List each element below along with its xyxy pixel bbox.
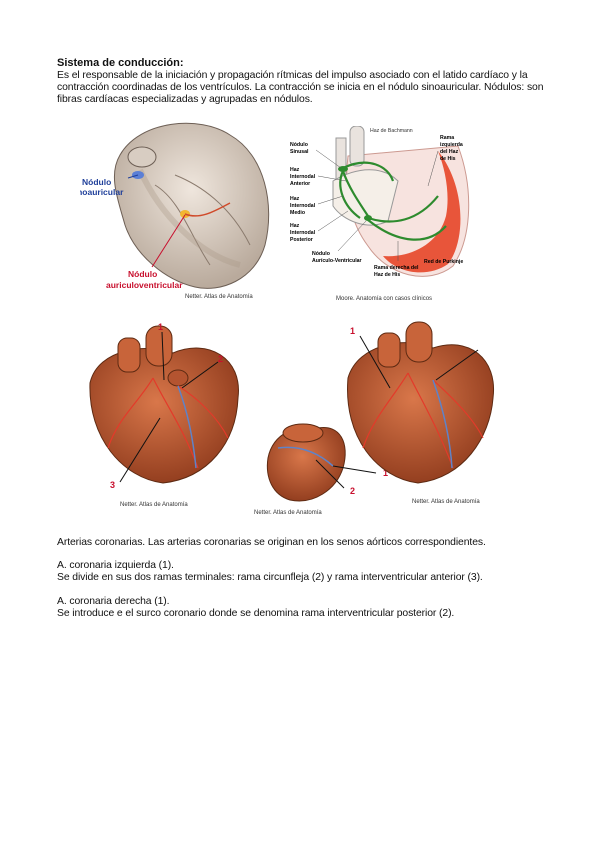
heart-left: [89, 347, 239, 484]
label-medio-2: Internodal: [290, 203, 316, 209]
figure3-right-caption: Netter. Atlas de Anatomía: [412, 499, 480, 505]
intro-paragraph: Es el responsable de la iniciación y pro…: [57, 70, 544, 105]
figure1-caption: Netter. Atlas de Anatomía: [185, 294, 253, 300]
figure-conduction-schematic: Haz de Bachmann Nódulo Sinusal Haz Inter…: [290, 126, 470, 278]
label-purkinje: Red de Purkinje: [424, 259, 463, 265]
derecha-title: A. coronaria derecha (1).: [57, 596, 170, 607]
figure2-caption: Moore. Anatomía con casos clínicos: [336, 296, 433, 302]
figure3-middle-caption: Netter. Atlas de Anatomía: [254, 510, 322, 516]
derecha-text: Se introduce e el surco coronario donde …: [57, 608, 455, 619]
conduction-pathways: [339, 161, 447, 241]
izquierda-title: A. coronaria izquierda (1).: [57, 560, 174, 571]
label-av-2: Aurículo-Ventricular: [312, 258, 362, 264]
izquierda-text: Se divide en sus dos ramas terminales: r…: [57, 572, 483, 583]
figure-conduction-heart: Nódulo sinoauricular Nódulo auriculovent…: [80, 122, 270, 290]
arterias-paragraph: Arterias coronarias. Las arterias corona…: [57, 537, 486, 548]
figure3-left-caption: Netter. Atlas de Anatomía: [120, 502, 188, 508]
label-posterior-1: Haz: [290, 223, 300, 229]
label-sinusal-2: Sinusal: [290, 149, 309, 155]
label-av-1: Nódulo: [312, 251, 330, 257]
label-posterior-3: Posterior: [290, 237, 313, 243]
label-medio-3: Medio: [290, 210, 305, 216]
left-number-2: 2: [218, 354, 223, 364]
middle-number-2: 2: [350, 486, 355, 496]
label-rama-der-1: Rama derecha del: [374, 265, 419, 271]
label-sinusal-1: Nódulo: [290, 142, 308, 148]
label-anterior-1: Haz: [290, 167, 300, 173]
label-rama-izq-1: Rama: [440, 135, 454, 141]
av-label-line2: auriculoventricular: [106, 280, 183, 290]
label-posterior-2: Internodal: [290, 230, 316, 236]
section-heading: Sistema de conducción:: [57, 57, 184, 69]
heart-illustration: [113, 122, 270, 289]
left-number-1: 1: [158, 322, 163, 332]
middle-number-1: 1: [383, 468, 388, 478]
label-anterior-2: Internodal: [290, 174, 316, 180]
label-medio-1: Haz: [290, 196, 300, 202]
right-number-1: 1: [350, 326, 355, 336]
figure-coronary-arteries: 1 2 3 1 2 1: [89, 321, 495, 502]
label-rama-izq-3: del Haz: [440, 149, 459, 155]
left-number-3: 3: [110, 480, 115, 490]
sa-label-line1: Nódulo: [82, 177, 111, 187]
purkinje-wall: [383, 151, 461, 273]
heart-right: [347, 342, 495, 484]
label-rama-der-2: Haz de His: [374, 272, 400, 278]
sa-label-line2: sinoauricular: [80, 187, 124, 197]
label-bachmann: Haz de Bachmann: [370, 128, 413, 134]
label-rama-izq-4: de His: [440, 156, 456, 162]
av-label-line1: Nódulo: [128, 269, 157, 279]
label-rama-izq-2: izquierda: [440, 142, 463, 148]
label-anterior-3: Anterior: [290, 181, 310, 187]
